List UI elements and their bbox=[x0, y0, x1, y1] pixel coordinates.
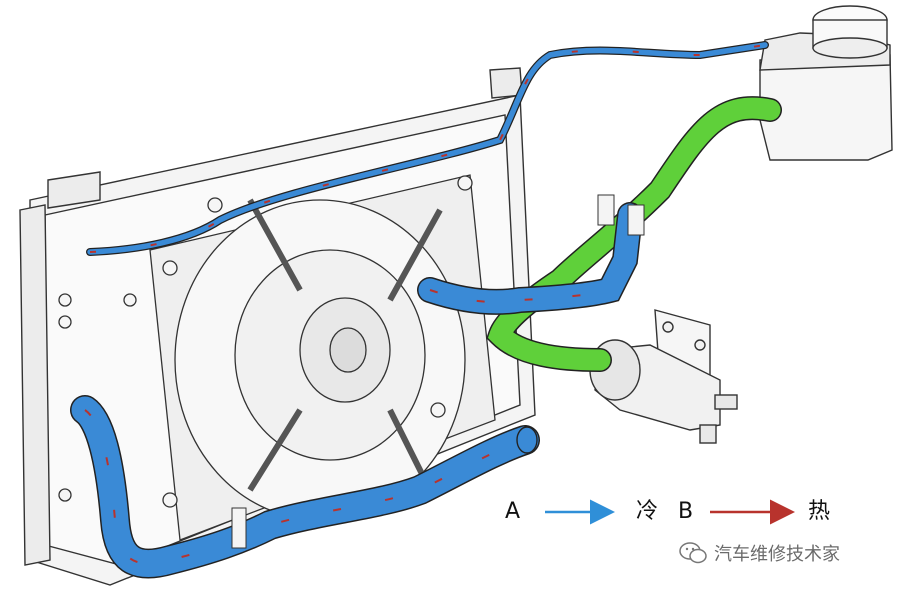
watermark: 汽车维修技术家 bbox=[678, 540, 840, 566]
legend-b-meaning: 热 bbox=[808, 499, 831, 524]
water-pump bbox=[589, 309, 738, 444]
legend-a-meaning: 冷 bbox=[636, 499, 659, 524]
upper-blue-hose bbox=[417, 194, 645, 315]
legend-a-letter: A bbox=[505, 499, 521, 524]
green-coolant-hose bbox=[486, 96, 782, 372]
fan-assembly bbox=[58, 174, 496, 541]
watermark-text: 汽车维修技术家 bbox=[714, 544, 840, 565]
wechat-icon bbox=[678, 540, 708, 566]
lower-blue-hose bbox=[70, 395, 540, 579]
upper-cold-line bbox=[86, 41, 769, 256]
legend-b-letter: B bbox=[678, 499, 694, 524]
expansion-tank bbox=[759, 5, 893, 161]
